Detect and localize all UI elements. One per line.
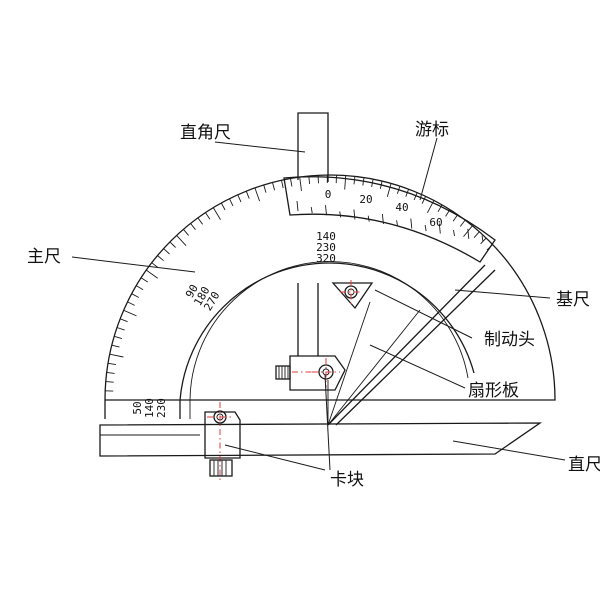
- main-low-140: 140: [143, 398, 156, 418]
- main-scale-tick: [386, 183, 392, 198]
- main-scale-tick: [228, 198, 234, 207]
- main-scale-tick: [120, 318, 128, 323]
- main-scale-tick: [135, 285, 144, 291]
- vernier-scale-band: 0 20 40 60: [283, 176, 496, 263]
- label-sector-plate: 扇形板: [468, 381, 519, 401]
- main-low-50: 50: [131, 401, 144, 414]
- vernier-tick: [353, 209, 356, 220]
- vernier-tick: [381, 213, 384, 225]
- vernier-tick: [453, 230, 455, 237]
- main-scale-tick: [212, 207, 221, 220]
- main-scale-tick: [105, 381, 114, 383]
- vernier-20: 20: [359, 193, 372, 206]
- main-scale-tick: [452, 214, 458, 222]
- main-scale-tick: [344, 175, 347, 190]
- main-scale-ticks: [105, 175, 494, 401]
- main-scale-tick: [290, 178, 293, 187]
- square-ruler-bar: [297, 112, 329, 356]
- vernier-tick: [310, 207, 313, 214]
- main-scale-tick: [127, 301, 135, 306]
- label-straight-ruler: 直尺: [568, 455, 600, 475]
- vernier-tick: [396, 220, 399, 227]
- main-scale-tick: [157, 255, 164, 262]
- main-scale-tick: [123, 309, 137, 317]
- main-scale-tick: [459, 219, 466, 227]
- vernier-60: 60: [429, 216, 442, 229]
- main-scale-tick: [299, 177, 302, 191]
- main-scale-numbers-mid: 90 180 270: [183, 282, 223, 313]
- main-mid-90: 90: [183, 282, 201, 300]
- main-scale-tick: [263, 184, 267, 193]
- main-scale-tick: [114, 335, 123, 340]
- main-scale-tick: [473, 231, 480, 238]
- vernier-tick: [410, 218, 413, 229]
- main-scale-tick: [109, 353, 124, 358]
- main-scale-tick: [163, 248, 170, 255]
- main-scale-tick: [169, 241, 176, 248]
- main-scale-tick: [146, 269, 158, 279]
- main-scale-tick: [116, 327, 125, 331]
- label-vernier: 游标: [415, 120, 449, 140]
- vernier-tick: [296, 200, 299, 212]
- main-scale-tick: [220, 202, 226, 211]
- vernier-tick: [325, 205, 327, 216]
- vernier-40: 40: [395, 201, 408, 214]
- sector-clamp: [275, 355, 346, 391]
- vernier-0: 0: [325, 188, 332, 201]
- label-clamp-block: 卡块: [330, 470, 364, 490]
- main-scale-numbers-low: 50 140 230: [131, 398, 168, 418]
- main-top-140: 140: [316, 230, 336, 243]
- main-scale-tick: [421, 196, 427, 204]
- vernier-tick: [367, 215, 370, 222]
- main-scale-tick: [151, 262, 159, 268]
- clamp-block: [204, 402, 241, 480]
- main-scale-numbers-top: 140 230 320: [316, 230, 336, 265]
- main-scale-tick: [176, 235, 187, 247]
- main-scale-tick: [245, 191, 250, 199]
- vernier-tick: [481, 235, 484, 242]
- brake-head: [331, 280, 374, 310]
- main-scale-tick: [140, 277, 149, 283]
- main-scale-body: [104, 174, 556, 419]
- leader-lines: [71, 137, 566, 471]
- main-scale-tick: [254, 187, 261, 202]
- base-ruler-and-sector: [327, 264, 496, 426]
- vernier-ticks: [296, 200, 484, 242]
- main-low-230: 230: [155, 398, 168, 418]
- label-brake-head: 制动头: [484, 330, 535, 350]
- label-base-ruler: 基尺: [556, 290, 590, 310]
- main-scale-tick: [237, 194, 242, 203]
- main-scale-tick: [197, 217, 203, 225]
- main-scale-tick: [190, 223, 196, 230]
- label-main-scale: 主尺: [27, 247, 61, 267]
- main-scale-tick: [106, 371, 115, 374]
- main-scale-tick: [413, 192, 418, 201]
- vernier-tick: [467, 228, 470, 239]
- main-scale-tick: [131, 293, 140, 298]
- main-top-230: 230: [316, 241, 336, 254]
- main-scale-tick: [107, 362, 116, 366]
- main-scale-tick: [480, 237, 487, 245]
- straight-ruler: [99, 422, 543, 457]
- main-scale-tick: [183, 229, 189, 236]
- main-top-320: 320: [316, 252, 336, 265]
- main-scale-tick: [205, 212, 211, 220]
- label-square-ruler: 直角尺: [180, 123, 231, 143]
- main-scale-tick: [281, 180, 284, 189]
- vernier-tick: [339, 211, 342, 218]
- callout-labels: 直角尺 游标 主尺 基尺 制动头 扇形板 卡块 直尺: [27, 120, 600, 490]
- vernier-tick: [424, 224, 427, 232]
- main-scale-tick: [111, 344, 120, 348]
- vernier-tick: [438, 223, 441, 234]
- main-scale-tick: [272, 182, 276, 191]
